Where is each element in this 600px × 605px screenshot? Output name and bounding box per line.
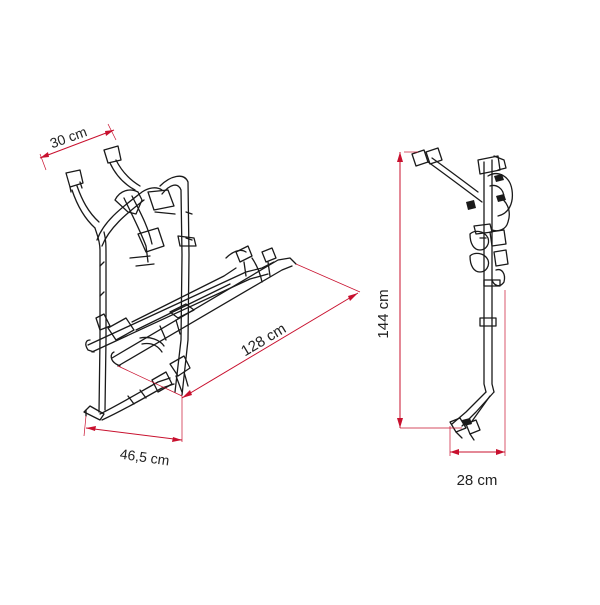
side-top-hook bbox=[411, 147, 483, 203]
rack-perspective-view bbox=[65, 145, 297, 421]
side-lower-column bbox=[449, 317, 497, 441]
dimension-label-height: 144 cm bbox=[375, 289, 392, 338]
dimension-side-width: 28 cm bbox=[449, 290, 506, 489]
rack-side-view bbox=[411, 147, 514, 441]
main-frame bbox=[94, 175, 193, 413]
dimension-label-depth: 46,5 cm bbox=[119, 446, 171, 469]
dimension-height: 144 cm bbox=[375, 151, 462, 429]
bike-rails bbox=[85, 245, 297, 367]
bike-holder-arm bbox=[114, 189, 197, 267]
dimension-label-rail-length: 128 cm bbox=[238, 320, 289, 360]
top-mount-left bbox=[65, 169, 100, 229]
dimension-depth: 46,5 cm bbox=[83, 396, 183, 469]
top-mount-right bbox=[103, 145, 141, 191]
dimension-arm-spacing: 30 cm bbox=[39, 123, 117, 171]
bottom-support bbox=[83, 355, 191, 421]
side-upper-column bbox=[466, 155, 514, 321]
dimension-label-side-width: 28 cm bbox=[457, 472, 498, 489]
